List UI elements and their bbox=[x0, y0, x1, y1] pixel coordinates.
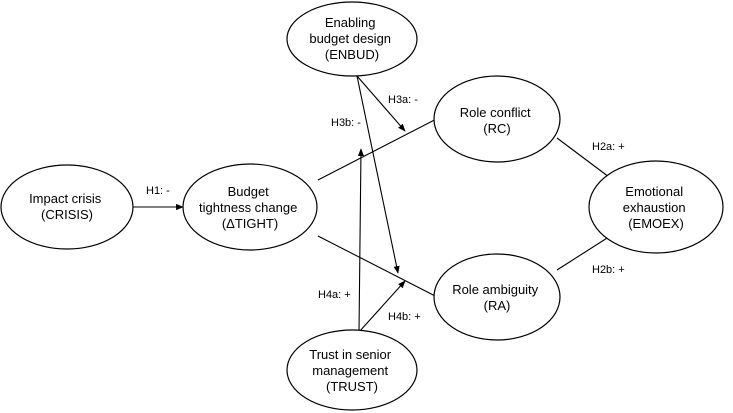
svg-text:Role conflict (RC): Role conflict (RC) bbox=[460, 105, 534, 136]
node-emoex-line-1: Emotional bbox=[625, 184, 683, 199]
svg-text:Emotional exhaustion: Emotional exhaustion (EMOEX) bbox=[623, 184, 690, 231]
svg-text:Enabling budget design: Enabling budget design (ENBUD) bbox=[309, 15, 394, 62]
label-h2a: H2a: + bbox=[592, 141, 625, 153]
node-emoex-line-3: (EMOEX) bbox=[628, 216, 684, 231]
node-trust: Trust in senior management (TRUST) bbox=[286, 329, 418, 411]
edge-trust-to-ra-path bbox=[358, 280, 406, 333]
svg-text:Trust in senior manageme: Trust in senior management (TRUST) bbox=[309, 347, 395, 394]
node-ra: Role ambiguity (RA) bbox=[433, 253, 561, 341]
node-tight-line-2: tightness change bbox=[199, 200, 297, 215]
node-emoex-line-2: exhaustion bbox=[623, 200, 686, 215]
svg-text:Impact crisis (CRISIS): Impact crisis (CRISIS) bbox=[29, 191, 105, 222]
node-rc: Role conflict (RC) bbox=[433, 75, 561, 163]
node-enbud-line-3: (ENBUD) bbox=[325, 47, 379, 62]
node-trust-line-3: (TRUST) bbox=[326, 379, 378, 394]
edge-tight-to-ra bbox=[317, 235, 442, 300]
edge-ra-to-emoex bbox=[556, 232, 616, 271]
svg-text:Role ambiguity (RA): Role ambiguity (RA) bbox=[452, 282, 542, 313]
node-ra-line-2: (RA) bbox=[484, 298, 511, 313]
node-tight-line-1: Budget bbox=[228, 184, 270, 199]
label-h1: H1: - bbox=[146, 185, 170, 197]
node-crisis-line-1: Impact crisis bbox=[29, 191, 102, 206]
edge-enbud-to-rc-path bbox=[356, 75, 406, 132]
label-h3b: H3b: - bbox=[331, 117, 361, 129]
node-trust-line-1: Trust in senior bbox=[309, 347, 392, 362]
label-h3a: H3a: - bbox=[388, 94, 418, 106]
edge-trust-to-rc-path bbox=[357, 148, 365, 333]
label-h4b: H4b: + bbox=[388, 311, 421, 323]
label-h4a: H4a: + bbox=[318, 289, 351, 301]
node-trust-line-2: management bbox=[312, 363, 388, 378]
node-enbud: Enabling budget design (ENBUD) bbox=[286, 1, 418, 77]
edge-enbud-to-ra-path bbox=[356, 75, 400, 274]
node-enbud-line-1: Enabling bbox=[325, 15, 376, 30]
node-enbud-line-2: budget design bbox=[309, 31, 391, 46]
node-crisis-line-2: (CRISIS) bbox=[41, 207, 93, 222]
edge-tight-to-rc bbox=[317, 112, 449, 181]
node-rc-line-1: Role conflict bbox=[460, 105, 531, 120]
svg-text:Budget tightness change: Budget tightness change (ΔTIGHT) bbox=[199, 184, 301, 231]
edge-rc-to-emoex bbox=[556, 137, 614, 181]
node-emoex: Emotional exhaustion (EMOEX) bbox=[588, 160, 724, 254]
node-tight-line-3: (ΔTIGHT) bbox=[222, 216, 278, 231]
node-ra-line-1: Role ambiguity bbox=[452, 282, 538, 297]
node-tight: Budget tightness change (ΔTIGHT) bbox=[182, 163, 318, 251]
node-rc-line-2: (RC) bbox=[483, 121, 510, 136]
label-h2b: H2b: + bbox=[592, 264, 625, 276]
node-crisis: Impact crisis (CRISIS) bbox=[0, 164, 134, 250]
